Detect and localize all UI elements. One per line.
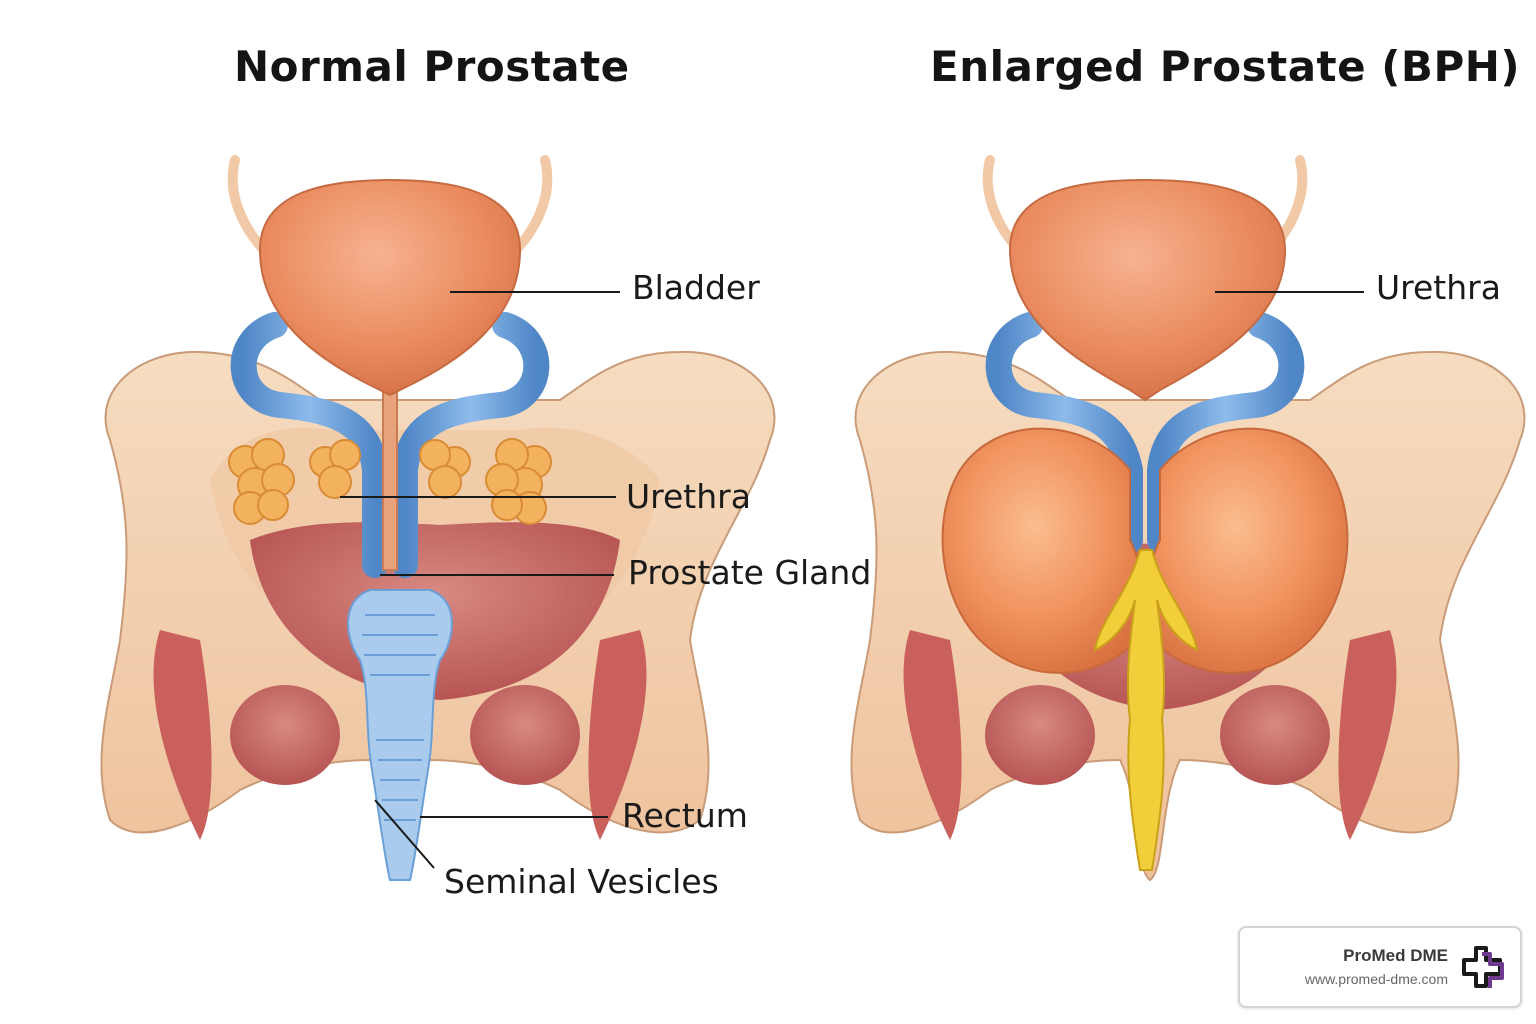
urethra-normal <box>382 379 398 571</box>
normal-prostate-diagram <box>100 155 776 882</box>
vas-deferens-left-bph <box>985 312 1143 553</box>
rectum-tube <box>347 589 453 881</box>
vas-deferens-left <box>230 312 388 578</box>
side-muscle-right-bph <box>1338 630 1397 840</box>
obturator-right <box>470 685 580 785</box>
label-rectum: Rectum <box>622 796 748 835</box>
seminal-vesicle-cluster-right <box>419 438 552 525</box>
label-prostate-gland: Prostate Gland <box>628 553 872 592</box>
logo-url: www.promed-dme.com <box>1304 971 1448 987</box>
normal-prostate-title: Normal Prostate <box>234 42 630 91</box>
bladder-normal <box>258 178 522 397</box>
bladder-bph <box>1008 178 1287 402</box>
enlarged-prostate-diagram <box>850 155 1526 882</box>
side-muscle-left-bph <box>903 630 962 840</box>
medical-cross-icon <box>1462 946 1504 988</box>
promed-logo-badge: ProMed DME www.promed-dme.com <box>1238 926 1522 1008</box>
label-urethra-enlarged: Urethra <box>1376 268 1501 307</box>
side-muscle-right <box>588 630 647 840</box>
obturator-left-bph <box>985 685 1095 785</box>
logo-name: ProMed DME <box>1343 946 1448 965</box>
rectum-rings <box>362 614 438 821</box>
seminal-vesicle-cluster-left <box>228 438 361 525</box>
enlarged-prostate-title: Enlarged Prostate (BPH) <box>930 42 1521 91</box>
vas-deferens-right <box>392 312 550 578</box>
obturator-right-bph <box>1220 685 1330 785</box>
label-urethra-normal: Urethra <box>626 477 751 516</box>
side-muscle-left <box>153 630 212 840</box>
compressed-urethra-bph <box>1093 549 1199 871</box>
label-bladder: Bladder <box>632 268 760 307</box>
vas-deferens-right-bph <box>1147 312 1305 553</box>
obturator-left <box>230 685 340 785</box>
label-seminal-vesicles: Seminal Vesicles <box>444 862 719 901</box>
normal-leader-lines <box>340 291 620 869</box>
